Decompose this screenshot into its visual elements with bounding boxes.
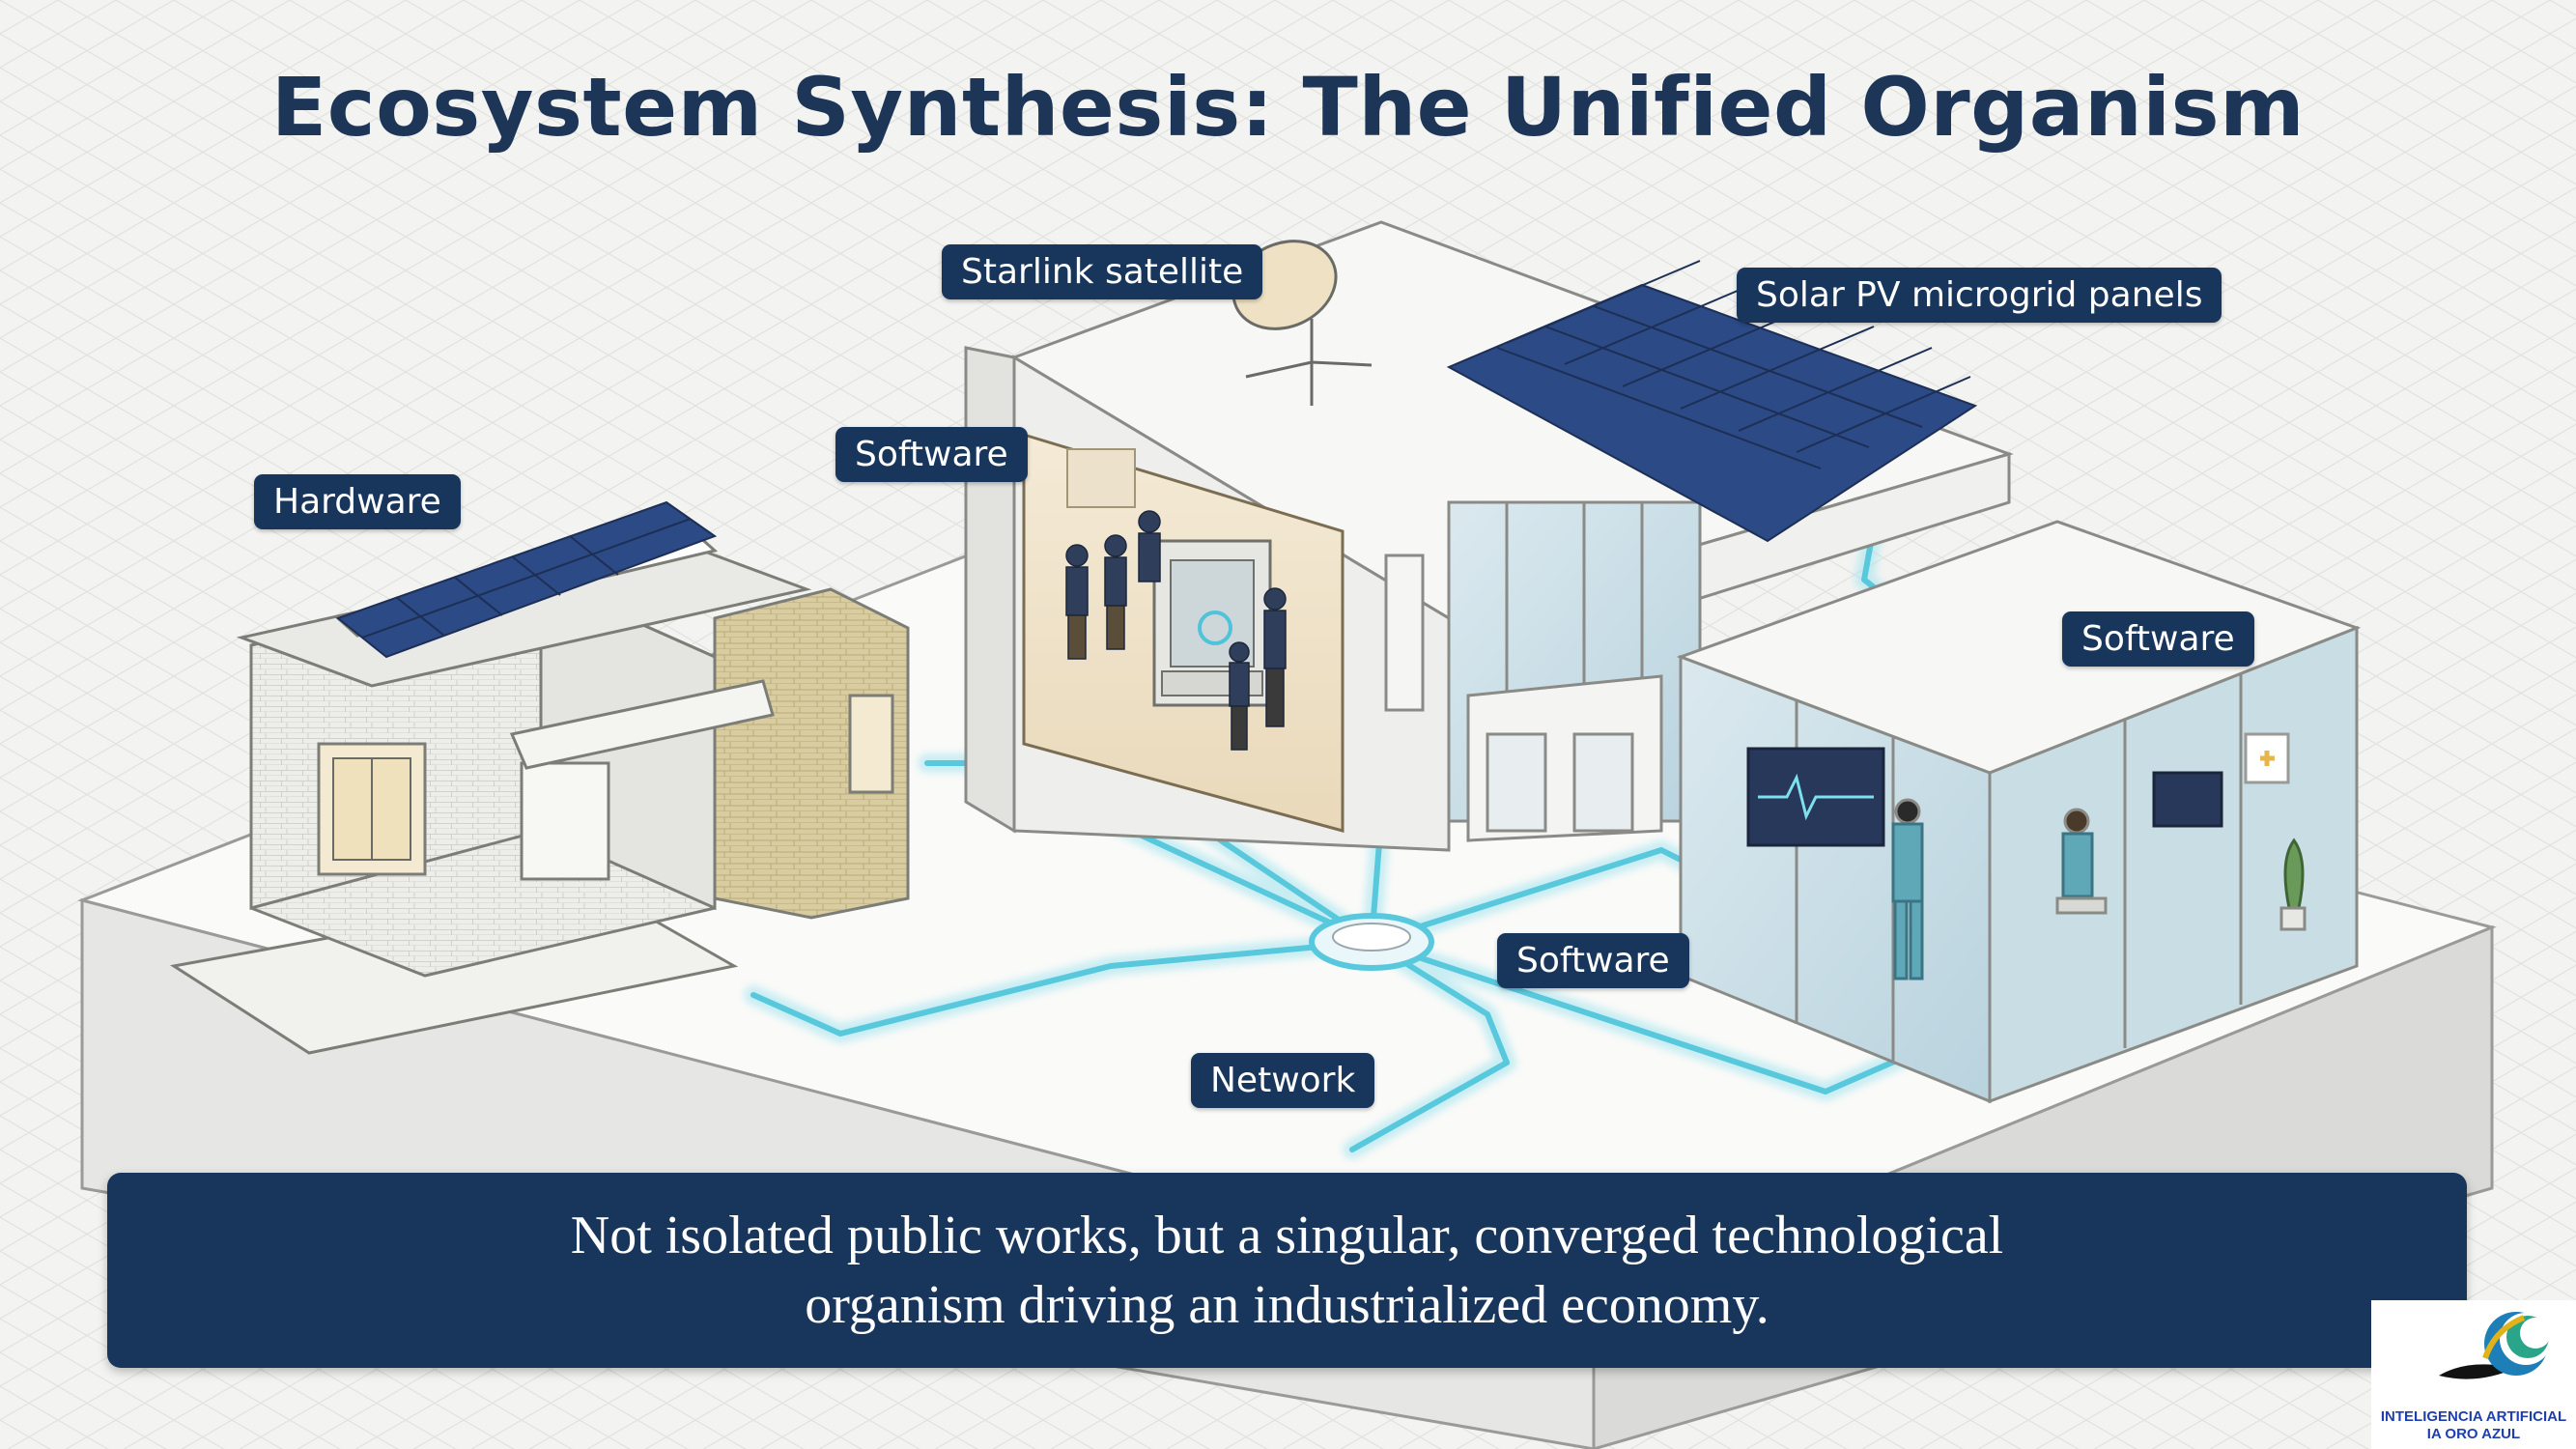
school-room-with-3d-printer — [1022, 432, 1345, 833]
clinic-building — [1676, 520, 2362, 1104]
page-title: Ecosystem Synthesis: The Unified Organis… — [270, 60, 2306, 155]
label-software-hub: Software — [1497, 933, 1689, 988]
network-hub-node — [1309, 913, 1434, 971]
logo-swirl-icon — [2439, 1312, 2552, 1379]
solar-array — [1446, 260, 1978, 543]
summary-banner: Not isolated public works, but a singula… — [107, 1173, 2467, 1368]
label-network: Network — [1191, 1053, 1375, 1108]
label-starlink-satellite: Starlink satellite — [942, 244, 1263, 299]
label-hardware: Hardware — [254, 474, 461, 529]
banner-line-1: Not isolated public works, but a singula… — [570, 1206, 2004, 1265]
banner-line-2: organism driving an industrialized econo… — [805, 1275, 1769, 1335]
label-software-school: Software — [835, 427, 1028, 482]
logo-text-line-2: IA ORO AZUL — [2426, 1426, 2521, 1442]
house-solar-panels — [335, 500, 718, 659]
brand-logo: INTELIGENCIA ARTIFICIAL IA ORO AZUL — [2371, 1300, 2576, 1449]
logo-text-line-1: INTELIGENCIA ARTIFICIAL — [2380, 1408, 2567, 1425]
label-software-clinic: Software — [2062, 611, 2254, 667]
label-solar-pv-panels: Solar PV microgrid panels — [1737, 268, 2222, 323]
